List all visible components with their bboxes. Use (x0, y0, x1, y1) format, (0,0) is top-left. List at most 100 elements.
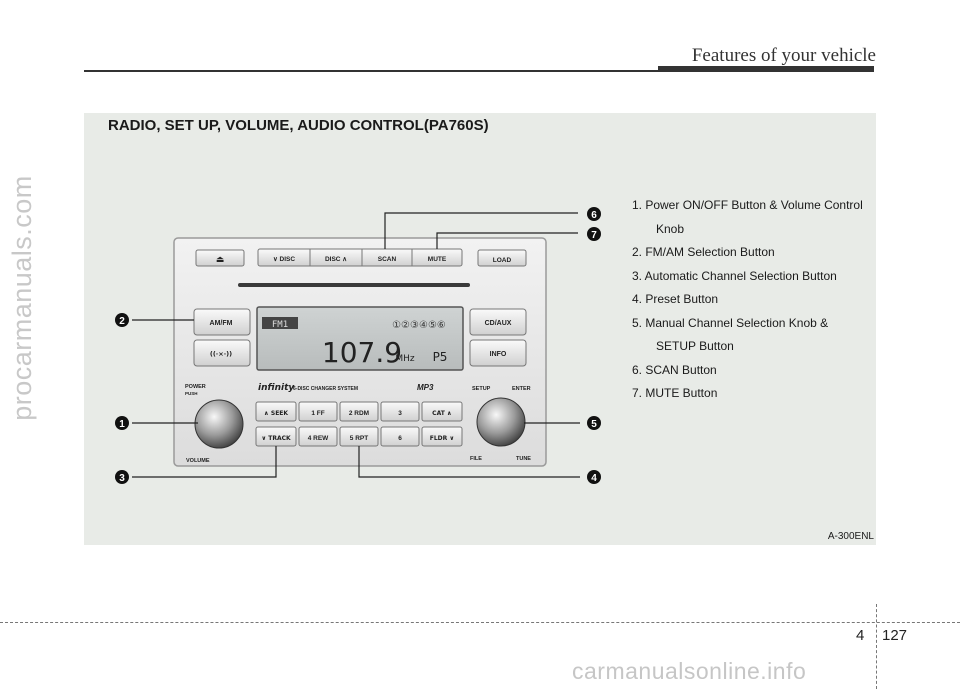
tune-knob (476, 397, 526, 447)
legend-item: 7. MUTE Button (632, 382, 872, 406)
cd-aux-button-label: CD/AUX (485, 320, 512, 327)
frequency-unit: MHz (395, 354, 415, 364)
callout-5-badge (587, 416, 601, 430)
callout-7-badge (587, 227, 601, 241)
top-button-group (257, 248, 463, 267)
disc-up-button-label: DISC ∧ (325, 256, 347, 263)
seek-button (255, 401, 297, 422)
fldr-button-label: FLDR ∨ (430, 435, 454, 442)
setup-label: SETUP (472, 386, 491, 392)
volume-label: VOLUME (186, 458, 210, 464)
eject-icon: ⏏ (216, 255, 225, 265)
sound-button (193, 339, 251, 367)
sound-button-label: ((·×·)) (210, 350, 232, 358)
push-label: PUSH (185, 391, 198, 396)
callout-4-badge (587, 470, 601, 484)
mp3-logo: MP3 (417, 383, 434, 392)
callout-badges: 1 2 3 4 5 6 7 (115, 207, 601, 484)
preset-button-4 (298, 426, 338, 447)
load-button-label: LOAD (493, 257, 512, 264)
section-header-title: Features of your vehicle (691, 45, 876, 66)
callout-6-label: 6 (591, 210, 597, 221)
info-button (469, 339, 527, 367)
track-button-label: ∨ TRACK (261, 435, 291, 442)
am-fm-button-label: AM/FM (210, 320, 233, 327)
band-indicator-box (262, 317, 298, 329)
legend-item-text: 1. Power ON/OFF Button & Volume Control (632, 198, 863, 212)
preset-5-label: 5 RPT (350, 435, 368, 442)
callout-6-badge (587, 207, 601, 221)
load-button (477, 249, 527, 267)
legend-item: 3. Automatic Channel Selection Button (632, 265, 872, 289)
legend-item: 1. Power ON/OFF Button & Volume Control … (632, 194, 872, 241)
leader-line-7 (436, 232, 578, 249)
preset-button-grid: ∧ SEEK ∨ TRACK 1 FF 2 RDM 3 CAT ∧ 4 REW … (255, 401, 463, 447)
callout-5-label: 5 (591, 419, 597, 430)
footer-divider (876, 604, 877, 689)
seek-button-label: ∧ SEEK (264, 410, 288, 417)
fldr-button (421, 426, 463, 447)
callout-3-badge (115, 470, 129, 484)
cd-slot (238, 283, 470, 287)
bottom-watermark: carmanualsonline.info (572, 658, 807, 684)
preset-6-label: 6 (398, 435, 402, 442)
cd-aux-button (469, 308, 527, 336)
preset-button-2 (339, 401, 379, 422)
cat-button-label: CAT ∧ (432, 410, 452, 417)
figure-title: RADIO, SET UP, VOLUME, AUDIO CONTROL(PA7… (108, 117, 489, 134)
legend-item-text: 4. Preset Button (632, 292, 719, 306)
info-button-label: INFO (490, 351, 507, 358)
legend-item-text: 7. MUTE Button (632, 386, 718, 400)
mute-button-label: MUTE (428, 256, 447, 263)
cat-button (421, 401, 463, 422)
header-rule-accent (658, 66, 874, 72)
leader-line-4 (358, 446, 580, 478)
preset-number: P5 (433, 350, 448, 364)
leader-line-3 (132, 446, 277, 478)
tune-label: TUNE (516, 456, 531, 462)
legend-item-continuation: Knob (656, 221, 685, 236)
scan-button-label: SCAN (378, 256, 397, 263)
figure-code: A-300ENL (827, 531, 874, 542)
leader-lines (132, 212, 580, 478)
preset-indicators: ①②③④⑤⑥ (392, 320, 446, 331)
changer-system-label: 6-DISC CHANGER SYSTEM (293, 386, 358, 392)
legend-item-text: 6. SCAN Button (632, 362, 717, 377)
chapter-number: 4 (856, 627, 865, 644)
preset-4-label: 4 REW (308, 435, 329, 442)
volume-knob (194, 399, 244, 449)
preset-2-label: 2 RDM (349, 410, 369, 417)
power-label: POWER (185, 384, 206, 390)
preset-button-3 (380, 401, 420, 422)
band-indicator: FM1 (272, 320, 288, 330)
preset-button-6 (380, 426, 420, 447)
callout-1-badge (115, 416, 129, 430)
callout-7-label: 7 (591, 230, 597, 241)
legend-item: 5. Manual Channel Selection Knob & SETUP… (632, 312, 872, 359)
eject-button (195, 249, 245, 267)
legend-item-continuation: SETUP Button (656, 339, 734, 353)
brand-logo: infinity (258, 383, 295, 393)
callout-2-label: 2 (119, 316, 125, 327)
leader-line-6 (384, 212, 578, 249)
file-label: FILE (470, 456, 482, 462)
legend-item: 4. Preset Button (632, 288, 872, 312)
preset-3-label: 3 (398, 410, 402, 417)
am-fm-button (193, 308, 251, 336)
legend-item-text: 5. Manual Channel Selection Knob & (632, 315, 829, 330)
preset-button-1 (298, 401, 338, 422)
callout-1-label: 1 (119, 419, 125, 430)
header-rule (84, 70, 874, 72)
footer-rule (0, 622, 960, 623)
disc-down-button-label: ∨ DISC (273, 256, 295, 263)
callout-legend: 1. Power ON/OFF Button & Volume Control … (632, 194, 872, 406)
legend-item: 2. FM/AM Selection Button (632, 241, 872, 265)
preset-1-label: 1 FF (311, 410, 324, 417)
callout-2-badge (115, 313, 129, 327)
callout-3-label: 3 (119, 473, 125, 484)
legend-item: 6. SCAN Button (632, 359, 872, 383)
lcd-display (256, 306, 464, 371)
frequency-readout: 107.9 (322, 336, 402, 369)
legend-item-text: 3. Automatic Channel Selection Button (632, 268, 837, 283)
